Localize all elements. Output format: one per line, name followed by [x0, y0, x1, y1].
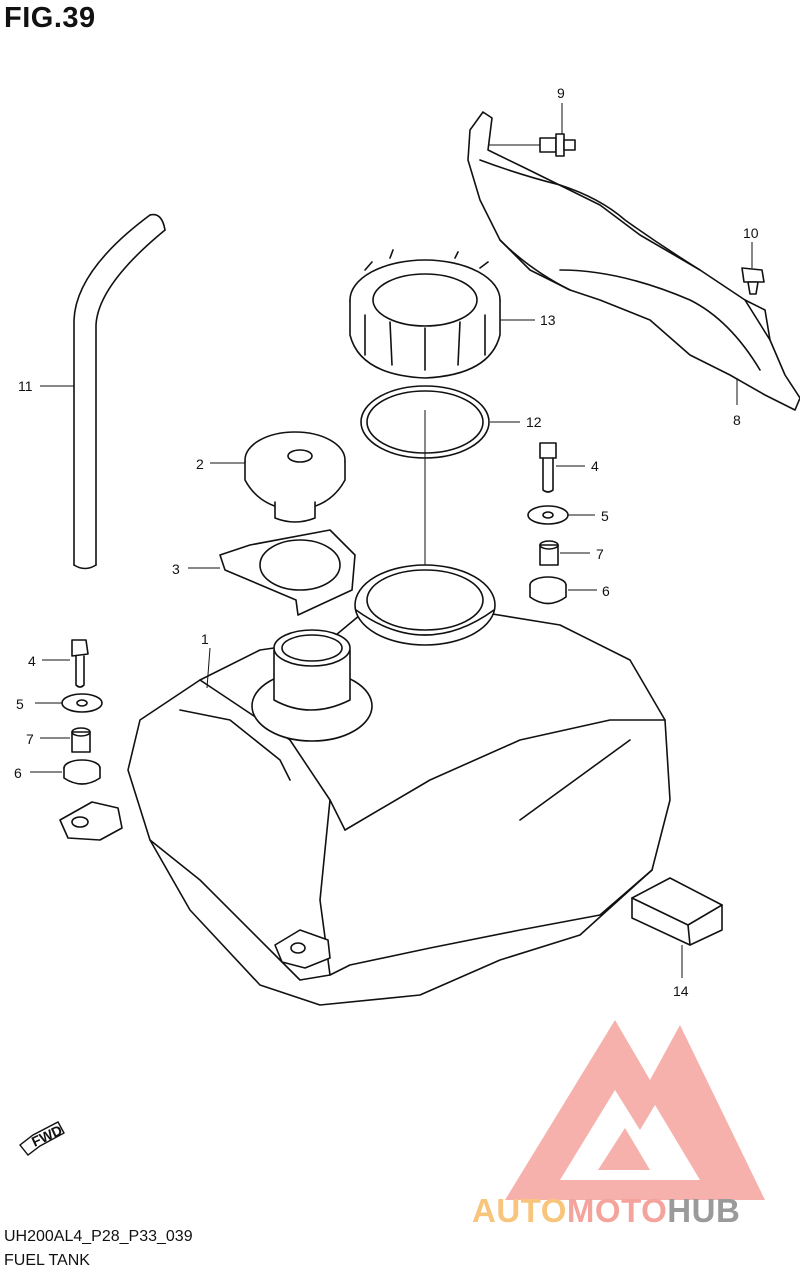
automotohub-logo-watermark	[505, 1020, 765, 1200]
callout-4-right: 4	[591, 458, 599, 474]
callout-10: 10	[743, 225, 759, 241]
part-9-screw	[488, 103, 576, 157]
part-3-bracket	[188, 529, 356, 616]
callout-2: 2	[196, 456, 204, 472]
brand-part-hub: HUB	[667, 1192, 741, 1229]
callout-14: 14	[673, 983, 689, 999]
right-hardware-stack	[527, 442, 597, 605]
diagram-name: FUEL TANK	[4, 1252, 90, 1269]
fwd-arrow-icon: FWD	[19, 1121, 65, 1156]
callout-8: 8	[733, 412, 741, 428]
callout-9: 9	[557, 85, 565, 101]
callout-3: 3	[172, 561, 180, 577]
callout-5-left: 5	[16, 696, 24, 712]
part-8-cover	[467, 111, 800, 411]
callout-4-left: 4	[28, 653, 36, 669]
part-10-clip	[741, 242, 765, 295]
brand-wordmark: AUTOMOTOHUB	[472, 1192, 740, 1230]
callout-6-right: 6	[602, 583, 610, 599]
part-2-fuel-cap	[210, 431, 346, 523]
part-1-fuel-tank	[59, 564, 671, 1006]
callout-12: 12	[526, 414, 542, 430]
figure-title: FIG.39	[4, 2, 96, 34]
callout-7-left: 7	[26, 731, 34, 747]
callout-6-left: 6	[14, 765, 22, 781]
part-11-hose	[40, 213, 166, 570]
callout-7-right: 7	[596, 546, 604, 562]
part-13-ring-nut	[349, 249, 535, 379]
brand-part-moto: MOTO	[566, 1192, 668, 1229]
part-12-o-ring	[360, 385, 520, 585]
callout-13: 13	[540, 312, 556, 328]
callout-5-right: 5	[601, 508, 609, 524]
left-hardware-stack	[30, 639, 103, 785]
diagram-code: UH200AL4_P28_P33_039	[4, 1228, 193, 1245]
part-14-pad	[631, 877, 723, 978]
fwd-label: FWD	[29, 1122, 65, 1150]
brand-part-auto: AUTO	[472, 1192, 567, 1229]
callout-11: 11	[18, 378, 33, 394]
callout-1: 1	[201, 631, 209, 647]
